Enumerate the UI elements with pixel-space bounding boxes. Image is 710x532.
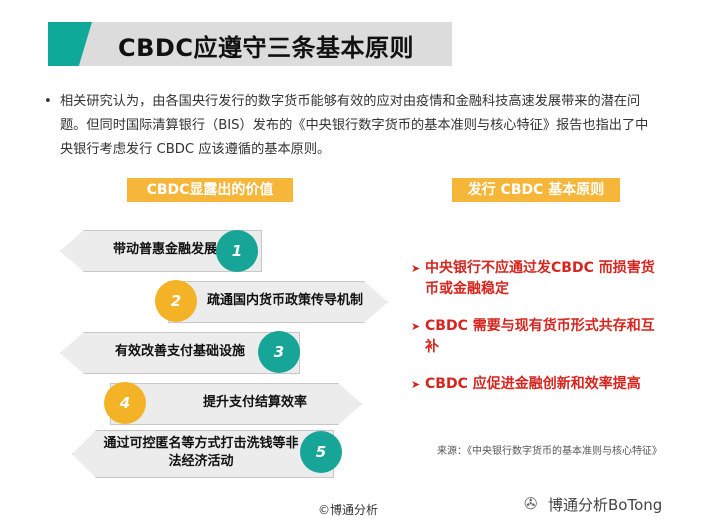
arrow-right-icon: ➤ [411, 320, 421, 333]
value-item-2-label: 疏通国内货币政策传导机制 [206, 293, 363, 308]
value-item-3-label: 有效改善支付基础设施 [114, 344, 245, 359]
value-item-3-badge: 3 [258, 331, 300, 373]
value-item-4-label: 提升支付结算效率 [202, 395, 307, 410]
value-item-1-badge: 1 [216, 230, 258, 272]
value-item-1-label: 带动普惠金融发展 [112, 242, 217, 257]
principle-item-3-text: CBDC 应促进金融创新和效率提高 [425, 376, 641, 392]
title-bar [0, 22, 452, 66]
title-bar-gray [78, 22, 452, 66]
copyright: ©博通分析 [318, 503, 379, 517]
value-item-5-banner [72, 430, 334, 478]
principle-item-2: ➤ CBDC 需要与现有货币形式共存和互补 [411, 316, 655, 358]
value-item-5-label: 通过可控匿名等方式打击洗钱等非法经济活动 [103, 436, 299, 469]
value-item-2-badge: 2 [155, 280, 197, 322]
principles-header: 发行 CBDC 基本原则 [452, 178, 620, 202]
arrow-right-icon: ➤ [411, 378, 421, 391]
arrow-right-icon: ➤ [411, 262, 421, 275]
wechat-icon: ✇ [524, 494, 538, 513]
source-note: 来源：《中央银行数字货币的基本准则与核心特征》 [437, 446, 662, 457]
watermark-text: 博通分析BoTong [548, 496, 663, 514]
intro-paragraph: • 相关研究认为，由各国央行发行的数字货币能够有效的应对由疫情和金融科技高速发展… [44, 90, 660, 162]
values-header: CBDC显露出的价值 [127, 178, 293, 202]
value-item-5-badge: 5 [300, 431, 342, 473]
intro-text: 相关研究认为，由各国央行发行的数字货币能够有效的应对由疫情和金融科技高速发展带来… [60, 94, 649, 157]
slide-title: CBDC应遵守三条基本原则 [118, 34, 414, 62]
principle-item-2-text: CBDC 需要与现有货币形式共存和互补 [425, 318, 655, 355]
value-item-4-badge: 4 [104, 382, 146, 424]
bullet-dot: • [44, 94, 52, 109]
value-item-2-banner [168, 281, 388, 323]
value-item-4-banner [110, 383, 362, 425]
principle-item-1-text: 中央银行不应通过发CBDC 而损害货币或金融稳定 [425, 260, 655, 297]
principle-item-1: ➤ 中央银行不应通过发CBDC 而损害货币或金融稳定 [411, 258, 655, 300]
principle-item-3: ➤ CBDC 应促进金融创新和效率提高 [411, 374, 655, 395]
